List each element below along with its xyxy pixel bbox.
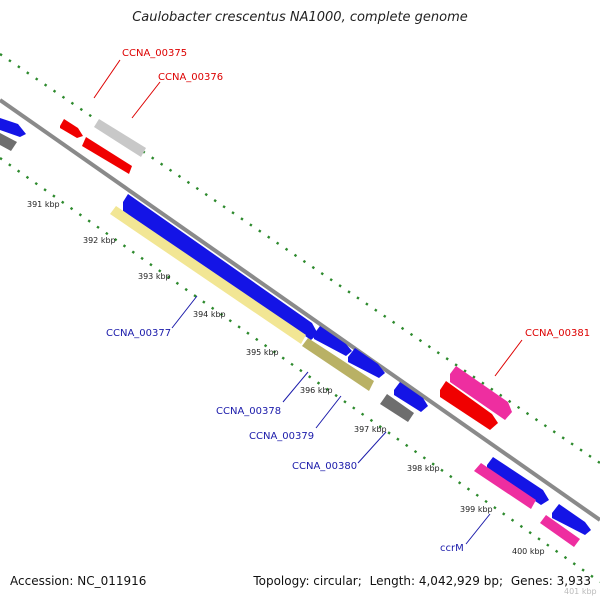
- gene-label-ccrm[interactable]: ccrM: [440, 543, 464, 554]
- label-leader: [315, 395, 342, 429]
- tick-label-399: 399 kbp: [460, 505, 493, 514]
- gene-label-ccna-00378[interactable]: CCNA_00378: [216, 406, 281, 417]
- tick-label-392: 392 kbp: [83, 236, 116, 245]
- tick-label-401: 401 kbp: [564, 587, 597, 596]
- label-leader: [357, 431, 387, 464]
- tick-label-395: 395 kbp: [246, 348, 279, 357]
- label-leader: [171, 295, 198, 329]
- gene-arrow[interactable]: [123, 194, 318, 340]
- tick-label-393: 393 kbp: [138, 272, 171, 281]
- gene-label-ccna-00376[interactable]: CCNA_00376: [158, 72, 223, 83]
- tick-label-397: 397 kbp: [354, 425, 387, 434]
- tick-label-394: 394 kbp: [193, 310, 226, 319]
- tick-label-400: 400 kbp: [512, 547, 545, 556]
- label-leader: [131, 81, 161, 119]
- gene-arrow[interactable]: [302, 338, 374, 391]
- gene-label-ccna-00381[interactable]: CCNA_00381: [525, 328, 590, 339]
- gene-label-ccna-00380[interactable]: CCNA_00380: [292, 461, 357, 472]
- gene-arrow[interactable]: [474, 463, 536, 509]
- tick-label-396: 396 kbp: [300, 386, 333, 395]
- gene-arrow[interactable]: [450, 366, 512, 420]
- gene-arrow[interactable]: [60, 119, 83, 138]
- genes-text: Genes: 3,933: [510, 574, 591, 588]
- tick-label-398: 398 kbp: [407, 464, 440, 473]
- label-leader: [93, 59, 121, 99]
- label-leader: [494, 339, 523, 377]
- gene-arrow[interactable]: [82, 137, 132, 174]
- gene-label-ccna-00375[interactable]: CCNA_00375: [122, 48, 187, 59]
- genome-summary: Topology: circular; Length: 4,042,929 bp…: [253, 574, 591, 588]
- gene-arrow[interactable]: [440, 381, 498, 430]
- gene-arrow[interactable]: [94, 119, 146, 157]
- gene-arrow[interactable]: [110, 206, 306, 344]
- gene-arrow[interactable]: [348, 348, 385, 378]
- gene-label-ccna-00379[interactable]: CCNA_00379: [249, 431, 314, 442]
- outer-tick-ring: [0, 53, 600, 464]
- gene-arrow[interactable]: [380, 394, 414, 422]
- gene-arrow[interactable]: [0, 133, 17, 151]
- label-leader: [465, 513, 491, 545]
- tick-label-391: 391 kbp: [27, 200, 60, 209]
- inner-tick-ring: [0, 157, 600, 583]
- label-leader: [282, 371, 309, 403]
- gene-arrow[interactable]: [0, 118, 26, 137]
- map-title: Caulobacter crescentus NA1000, complete …: [132, 10, 468, 25]
- genome-backbone: [0, 98, 600, 522]
- gene-arrow[interactable]: [552, 504, 591, 535]
- gene-arrow[interactable]: [540, 515, 580, 547]
- accession-text: Accession: NC_011916: [10, 574, 147, 588]
- length-text: Length: 4,042,929 bp;: [369, 574, 504, 588]
- gene-arrow[interactable]: [487, 457, 549, 505]
- gene-label-ccna-00377[interactable]: CCNA_00377: [106, 328, 171, 339]
- topology-text: Topology: circular;: [253, 574, 362, 588]
- gene-arrow[interactable]: [394, 382, 428, 412]
- gene-arrow[interactable]: [314, 326, 352, 356]
